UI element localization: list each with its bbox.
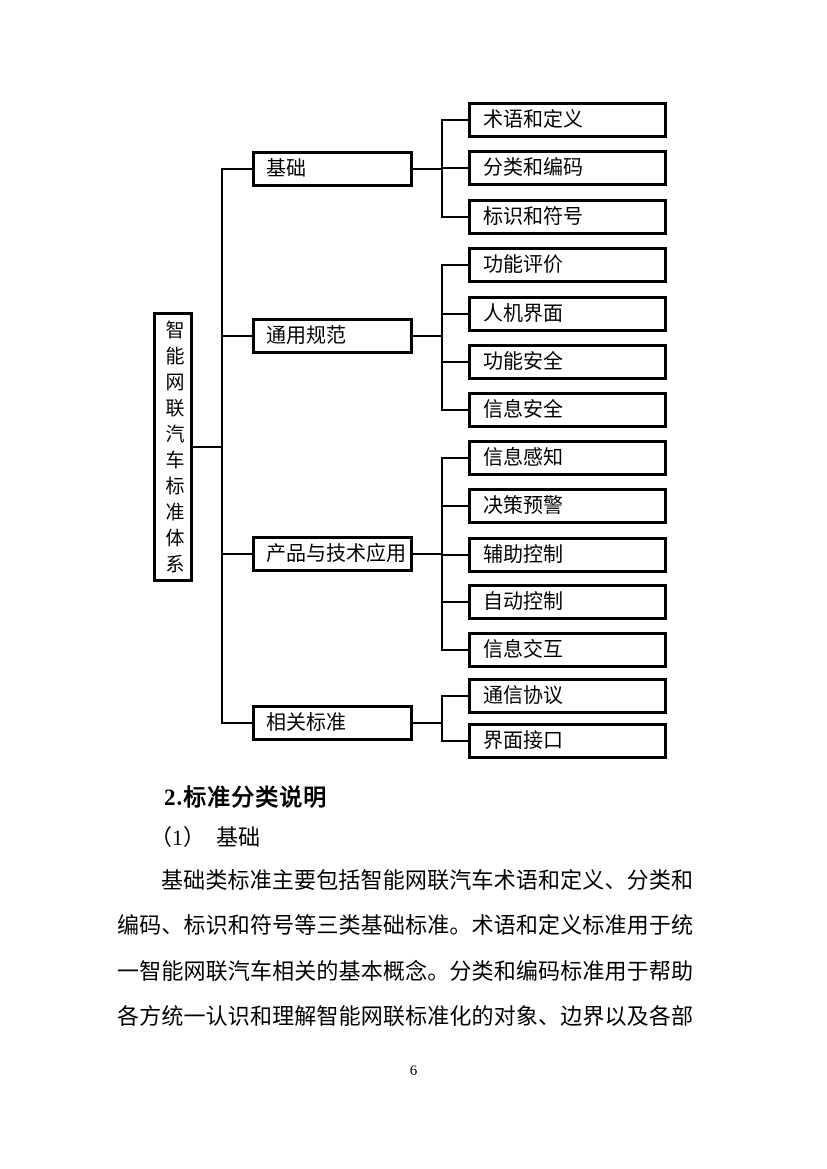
tree-leaf-box: 决策预警	[468, 488, 667, 524]
tree-leaf-box: 界面接口	[468, 723, 667, 759]
connector-line	[441, 167, 468, 169]
connector-line	[441, 264, 443, 411]
connector-line	[193, 446, 223, 448]
connector-line	[441, 216, 468, 218]
paragraph-line: 一智能网联汽车相关的基本概念。分类和编码标准用于帮助	[117, 958, 693, 984]
tree-leaf-box: 功能安全	[468, 344, 667, 380]
connector-line	[221, 168, 223, 724]
tree-leaf-box: 功能评价	[468, 247, 667, 283]
tree-leaf-box: 自动控制	[468, 584, 667, 620]
tree-leaf-box: 辅助控制	[468, 537, 667, 573]
tree-branch-box: 通用规范	[252, 318, 413, 354]
connector-line	[221, 168, 252, 170]
connector-line	[413, 335, 443, 337]
tree-leaf-box: 人机界面	[468, 296, 667, 332]
tree-leaf-box: 信息安全	[468, 392, 667, 428]
connector-line	[441, 264, 468, 266]
tree-root-box: 智能网联汽车标准体系	[153, 312, 193, 582]
tree-branch-box: 产品与技术应用	[252, 536, 413, 572]
tree-leaf-box: 分类和编码	[468, 150, 667, 186]
connector-line	[441, 649, 468, 651]
page-number: 6	[409, 1063, 418, 1079]
connector-line	[441, 505, 468, 507]
connector-line	[413, 168, 443, 170]
tree-leaf-box: 通信协议	[468, 678, 667, 714]
tree-leaf-box: 术语和定义	[468, 102, 667, 138]
connector-line	[441, 313, 468, 315]
paragraph-line: 编码、标识和符号等三类基础标准。术语和定义标准用于统	[117, 913, 693, 939]
connector-line	[221, 335, 252, 337]
tree-branch-box: 基础	[252, 151, 413, 187]
tree-leaf-box: 信息交互	[468, 632, 667, 668]
connector-line	[441, 601, 468, 603]
subsection-heading: （1） 基础	[150, 825, 261, 850]
connector-line	[441, 695, 443, 742]
body-paragraph: 基础类标准主要包括智能网联汽车术语和定义、分类和 编码、标识和符号等三类基础标准…	[117, 858, 693, 1040]
section-heading: 2.标准分类说明	[164, 785, 328, 810]
paragraph-line: 各方统一认识和理解智能网联标准化的对象、边界以及各部	[117, 1004, 693, 1030]
connector-line	[441, 409, 468, 411]
connector-line	[221, 722, 252, 724]
standards-system-tree-diagram: 智能网联汽车标准体系 基础 术语和定义分类和编码标识和符号通用规范 功能评价人机界面功…	[153, 102, 667, 759]
connector-line	[413, 553, 443, 555]
tree-leaf-box: 标识和符号	[468, 199, 667, 235]
connector-line	[441, 554, 468, 556]
connector-line	[221, 553, 252, 555]
tree-leaf-box: 信息感知	[468, 440, 667, 476]
connector-line	[441, 119, 468, 121]
tree-branch-box: 相关标准	[252, 705, 413, 741]
paragraph-line: 基础类标准主要包括智能网联汽车术语和定义、分类和	[161, 868, 693, 893]
connector-line	[441, 740, 468, 742]
connector-line	[441, 361, 468, 363]
connector-line	[413, 722, 443, 724]
connector-line	[441, 695, 468, 697]
connector-line	[441, 457, 468, 459]
